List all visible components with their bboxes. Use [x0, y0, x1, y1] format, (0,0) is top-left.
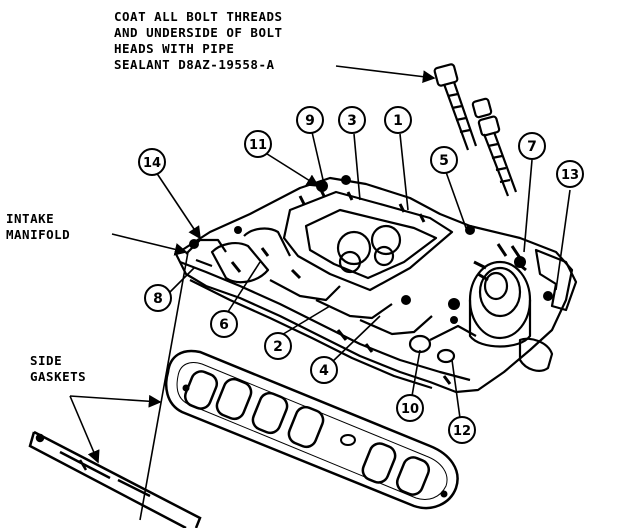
intake-label-line-1: INTAKE [6, 211, 55, 226]
gaskets-label-line-1: SIDE [30, 353, 63, 368]
callout-9 [296, 106, 324, 134]
callout-3-label: 3 [347, 113, 357, 129]
callout-2-label: 2 [273, 339, 283, 355]
callout-numbers: 1 2 3 4 5 6 7 8 9 10 11 12 13 14 [143, 113, 579, 439]
callouts [138, 106, 584, 444]
callout-8 [144, 284, 172, 312]
callout-10-label: 10 [401, 402, 419, 417]
sealant-note-line-3: HEADS WITH PIPE [114, 41, 235, 56]
callout-1-label: 1 [393, 113, 403, 129]
callout-6 [210, 310, 238, 338]
callout-5 [430, 146, 458, 174]
callout-11-label: 11 [249, 138, 267, 153]
intake-manifold [174, 176, 578, 394]
callout-4 [310, 356, 338, 384]
callout-2 [264, 332, 292, 360]
callout-9-label: 9 [305, 113, 315, 129]
sealant-note-line-1: COAT ALL BOLT THREADS [114, 9, 283, 24]
callout-8-label: 8 [153, 291, 163, 307]
manifold-bolts [189, 175, 553, 324]
intake-label-line-2: MANIFOLD [6, 227, 71, 242]
sealant-note-line-4: SEALANT D8AZ-19558-A [114, 57, 275, 72]
callout-12-label: 12 [453, 424, 471, 439]
callout-1 [384, 106, 412, 134]
side-gasket [165, 349, 459, 510]
side-gasket-2 [28, 430, 202, 528]
callout-7 [518, 132, 546, 160]
sealant-note-line-2: AND UNDERSIDE OF BOLT [114, 25, 283, 40]
callout-14 [138, 148, 166, 176]
callout-13-label: 13 [561, 168, 579, 183]
callout-11 [244, 130, 272, 158]
callout-5-label: 5 [439, 153, 449, 169]
callout-13 [556, 160, 584, 188]
loose-bolts [433, 63, 518, 197]
leader-lines [69, 65, 571, 521]
callout-3 [338, 106, 366, 134]
callout-7-label: 7 [527, 139, 537, 155]
callout-10 [396, 394, 424, 422]
callout-4-label: 4 [319, 363, 329, 379]
gaskets-label-line-2: GASKETS [30, 369, 87, 384]
callout-6-label: 6 [219, 317, 229, 333]
callout-14-label: 14 [143, 156, 161, 171]
callout-12 [448, 416, 476, 444]
